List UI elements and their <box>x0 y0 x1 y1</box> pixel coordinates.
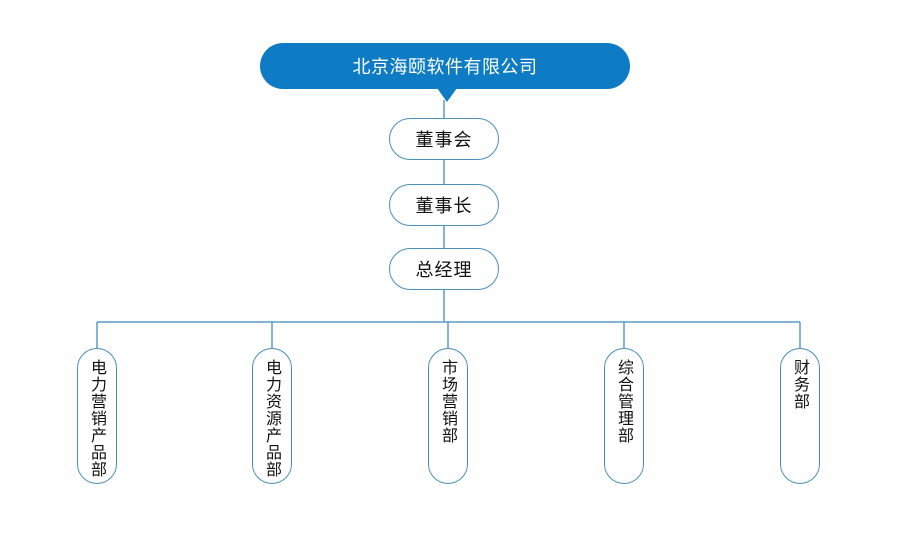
dept-general-admin: 综合管理部 <box>604 348 644 484</box>
board-label: 董事会 <box>415 130 473 151</box>
general-manager-label: 总经理 <box>415 260 473 281</box>
general-manager-node: 总经理 <box>389 248 499 290</box>
board-node: 董事会 <box>389 118 499 160</box>
dept-power-resource-label: 电力资源产品部 <box>263 359 282 478</box>
dept-finance: 财务部 <box>780 348 820 484</box>
dept-finance-label: 财务部 <box>791 359 810 410</box>
dept-general-admin-label: 综合管理部 <box>615 359 634 444</box>
dept-power-marketing-label: 电力营销产品部 <box>88 359 107 478</box>
dept-power-marketing: 电力营销产品部 <box>77 348 117 484</box>
chairman-node: 董事长 <box>389 184 499 226</box>
chairman-label: 董事长 <box>415 196 473 217</box>
company-node: 北京海颐软件有限公司 <box>260 43 630 89</box>
company-pointer <box>437 88 457 102</box>
dept-market-sales: 市场营销部 <box>428 348 468 484</box>
dept-market-sales-label: 市场营销部 <box>439 359 458 444</box>
dept-power-resource: 电力资源产品部 <box>252 348 292 484</box>
company-name: 北京海颐软件有限公司 <box>352 57 538 78</box>
